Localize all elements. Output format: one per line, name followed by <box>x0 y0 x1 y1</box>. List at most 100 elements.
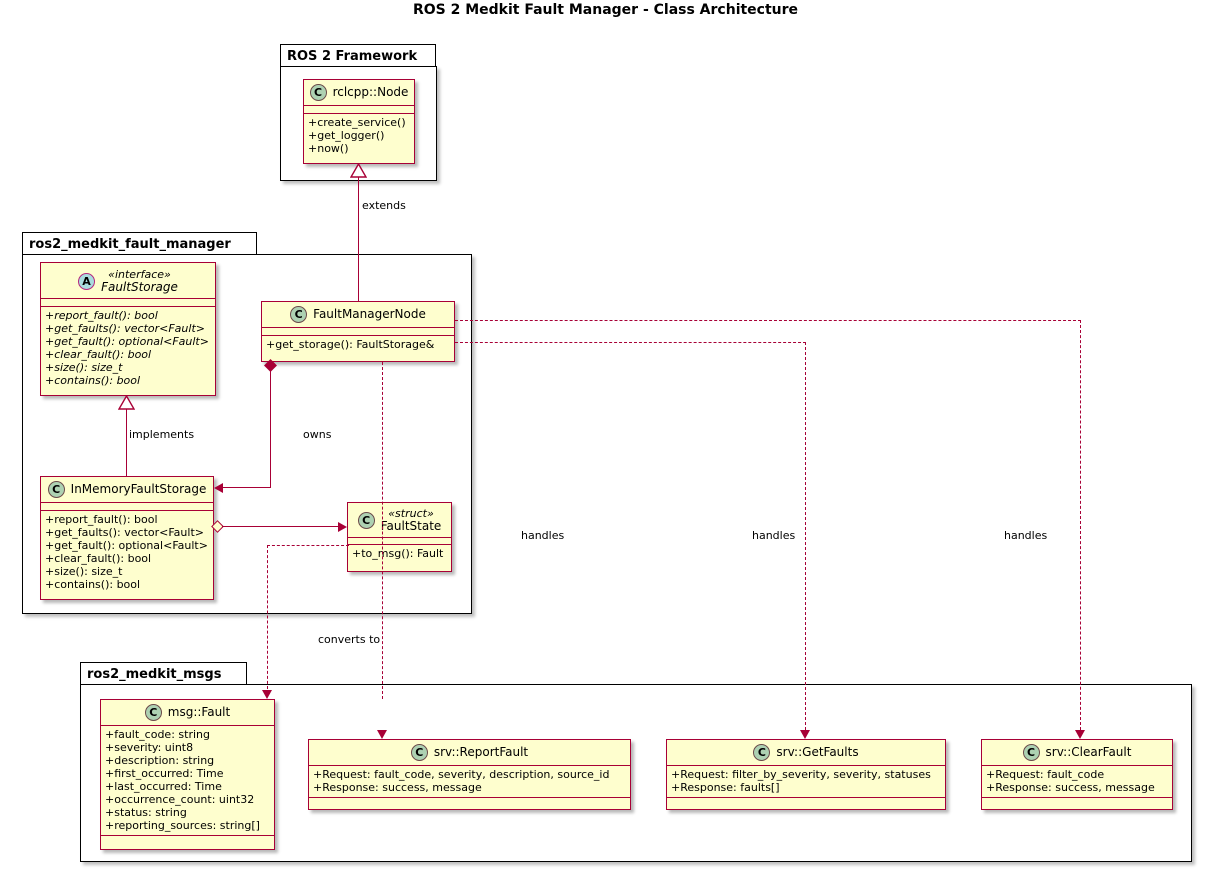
connector-handles-clear-fault-horizontal <box>455 320 1081 321</box>
class-name-block: «struct» FaultState <box>381 507 442 533</box>
compartment-divider <box>41 306 215 307</box>
class-name: FaultState <box>380 519 442 533</box>
method-row: +get_faults(): vector<Fault> <box>45 526 204 539</box>
class-icon: C <box>290 306 308 323</box>
connector-handles-clear-fault-vertical <box>1080 320 1081 730</box>
compartment-divider <box>982 797 1172 798</box>
class-icon: C <box>753 744 771 761</box>
class-srv-report-fault[interactable]: C srv::ReportFault +Request: fault_code,… <box>308 739 631 810</box>
package-ros2-medkit-msgs <box>80 684 1192 862</box>
connector-converts-to-vertical <box>267 545 268 694</box>
class-fault-storage[interactable]: A «interface» FaultStorage +report_fault… <box>40 262 216 396</box>
method-row: +now() <box>308 142 349 155</box>
attribute-row: +description: string <box>105 754 215 767</box>
compartment-divider <box>304 113 414 114</box>
class-name-block: «interface» FaultStorage <box>101 268 178 294</box>
empty-attributes-compartment <box>41 503 213 510</box>
class-icon: C <box>144 704 162 721</box>
attribute-row: +first_occurred: Time <box>105 767 224 780</box>
class-name: FaultStorage <box>101 280 178 294</box>
class-header-srv-get-faults: C srv::GetFaults <box>667 740 945 765</box>
method-row: +get_logger() <box>308 129 385 142</box>
package-tab-ros2-framework: ROS 2 Framework <box>280 44 436 67</box>
attribute-row: +last_occurred: Time <box>105 780 222 793</box>
dependency-arrowhead-converts-to <box>262 690 272 699</box>
class-in-memory-fault-storage[interactable]: C InMemoryFaultStorage +report_fault(): … <box>40 476 214 600</box>
class-msg-fault[interactable]: C msg::Fault +fault_code: string +severi… <box>100 699 275 850</box>
class-header-srv-report-fault: C srv::ReportFault <box>309 740 630 765</box>
package-ros2-medkit-fault-manager <box>22 254 472 614</box>
abstract-icon: A <box>78 272 96 290</box>
attribute-row: +reporting_sources: string[] <box>105 819 260 832</box>
edge-label-converts-to: converts to <box>316 633 383 646</box>
class-fault-state[interactable]: C «struct» FaultState +to_msg(): Fault <box>347 502 452 572</box>
attributes-compartment: +Request: fault_code +Response: success,… <box>982 766 1172 797</box>
method-row: +contains(): bool <box>45 578 141 591</box>
edge-label-handles-report-fault: handles <box>521 529 565 542</box>
class-header-in-memory-fault-storage: C InMemoryFaultStorage <box>41 477 213 502</box>
compartment-divider <box>309 765 630 766</box>
method-row: +create_service() <box>308 116 406 129</box>
class-name: rclcpp::Node <box>332 85 409 99</box>
aggregation-arrowhead <box>338 522 347 532</box>
compartment-divider <box>101 835 274 836</box>
compartment-divider <box>262 327 454 328</box>
class-fault-manager-node[interactable]: C FaultManagerNode +get_storage(): Fault… <box>261 301 455 362</box>
compartment-divider <box>41 510 213 511</box>
class-icon: C <box>1022 744 1040 761</box>
class-name: msg::Fault <box>167 705 231 719</box>
connector-handles-get-faults-vertical <box>805 342 806 730</box>
class-icon: C <box>357 511 375 529</box>
package-label-ros2-framework: ROS 2 Framework <box>287 48 418 64</box>
class-icon: C <box>47 481 65 498</box>
attribute-row: +Response: success, message <box>313 781 482 794</box>
attributes-compartment: +Request: fault_code, severity, descript… <box>309 766 630 797</box>
class-header-fault-state: C «struct» FaultState <box>348 503 451 537</box>
connector-owns-dashed-drop <box>382 362 383 699</box>
class-srv-get-faults[interactable]: C srv::GetFaults +Request: filter_by_sev… <box>666 739 946 810</box>
attribute-row: +Response: success, message <box>986 781 1155 794</box>
compartment-divider <box>41 298 215 299</box>
edge-label-handles-get-faults: handles <box>749 529 799 542</box>
compartment-divider <box>41 502 213 503</box>
method-row: +clear_fault(): bool <box>45 348 152 361</box>
class-rclcpp-node[interactable]: C rclcpp::Node +create_service() +get_lo… <box>303 79 415 164</box>
connector-handles-get-faults-horizontal <box>455 342 806 343</box>
class-name: InMemoryFaultStorage <box>70 482 207 496</box>
class-header-fault-storage: A «interface» FaultStorage <box>41 263 215 298</box>
method-row: +get_faults(): vector<Fault> <box>45 322 205 335</box>
generalization-arrowhead-extends <box>350 164 367 178</box>
empty-attributes-compartment <box>262 328 454 335</box>
connector-owns-vertical <box>270 366 272 488</box>
attribute-row: +fault_code: string <box>105 728 210 741</box>
method-row: +size(): size_t <box>45 565 123 578</box>
class-name: srv::ClearFault <box>1045 745 1132 759</box>
compartment-divider <box>262 335 454 336</box>
method-row: +contains(): bool <box>45 374 141 387</box>
empty-methods-compartment <box>667 798 945 803</box>
edge-label-implements: implements <box>129 428 195 441</box>
attributes-compartment: +Request: filter_by_severity, severity, … <box>667 766 945 797</box>
package-tab-fault-manager: ros2_medkit_fault_manager <box>22 232 257 255</box>
attribute-row: +Request: fault_code, severity, descript… <box>313 768 610 781</box>
connector-converts-to-horizontal <box>267 545 349 546</box>
package-tab-msgs: ros2_medkit_msgs <box>80 662 247 685</box>
attribute-row: +Request: fault_code <box>986 768 1105 781</box>
attribute-row: +status: string <box>105 806 187 819</box>
compartment-divider <box>667 765 945 766</box>
empty-methods-compartment <box>982 798 1172 803</box>
edge-label-owns: owns <box>301 428 334 441</box>
method-row: +report_fault(): bool <box>45 309 158 322</box>
dependency-arrowhead-handles-clear-fault <box>1075 730 1085 739</box>
realization-arrowhead-implements <box>118 396 135 410</box>
class-icon: C <box>410 744 428 761</box>
class-name: srv::GetFaults <box>776 745 859 759</box>
class-header-rclcpp-node: C rclcpp::Node <box>304 80 414 105</box>
methods-compartment: +create_service() +get_logger() +now() <box>304 114 414 158</box>
connector-aggregation-line <box>222 526 339 528</box>
class-srv-clear-fault[interactable]: C srv::ClearFault +Request: fault_code +… <box>981 739 1173 810</box>
connector-implements-line <box>126 409 128 476</box>
compartment-divider <box>348 537 451 538</box>
attributes-compartment: +fault_code: string +severity: uint8 +de… <box>101 726 274 835</box>
